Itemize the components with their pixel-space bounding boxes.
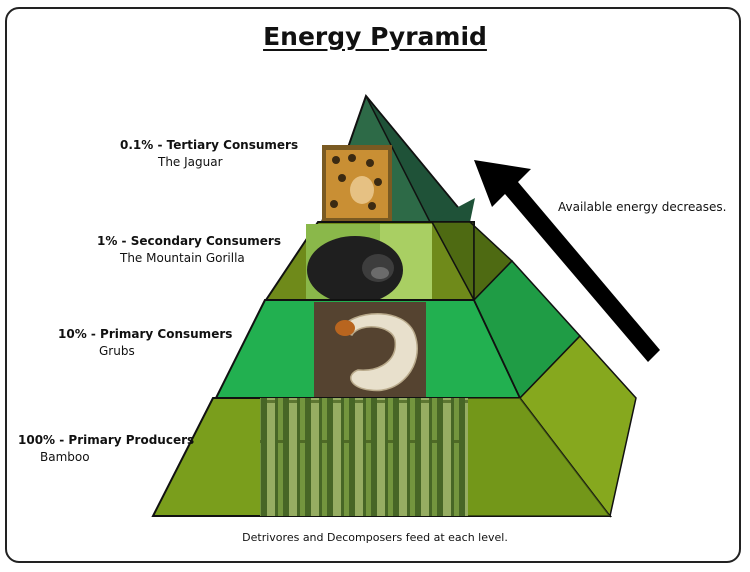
level-label: 100% - Primary Producers: [18, 433, 195, 447]
arrow-caption: Available energy decreases.: [558, 200, 727, 214]
tier-tertiary: [320, 93, 475, 223]
tier-primary-consumers: [214, 259, 582, 400]
level-tertiary: 0.1% - Tertiary Consumers The Jaguar: [120, 137, 298, 171]
energy-decrease-arrow: [474, 160, 660, 362]
level-label: 0.1% - Tertiary Consumers: [120, 138, 299, 152]
level-organism: The Mountain Gorilla: [120, 251, 245, 265]
level-label: 1% - Secondary Consumers: [97, 234, 281, 248]
level-label: 10% - Primary Consumers: [58, 327, 233, 341]
tier-secondary: [264, 221, 514, 304]
level-primary-producers: 100% - Primary Producers Bamboo: [18, 432, 194, 466]
tier-primary-producers: [151, 334, 637, 518]
level-secondary: 1% - Secondary Consumers The Mountain Go…: [97, 233, 281, 267]
diagram-title: Energy Pyramid: [263, 22, 487, 51]
level-primary-consumers: 10% - Primary Consumers Grubs: [58, 326, 232, 360]
level-organism: Grubs: [99, 344, 135, 358]
grub-image: [314, 302, 426, 398]
bamboo-image: [260, 398, 468, 516]
footer-note: Detrivores and Decomposers feed at each …: [242, 531, 508, 544]
level-organism: The Jaguar: [158, 155, 223, 169]
gorilla-image: [306, 224, 432, 304]
jaguar-image: [322, 145, 392, 222]
level-organism: Bamboo: [40, 450, 90, 464]
